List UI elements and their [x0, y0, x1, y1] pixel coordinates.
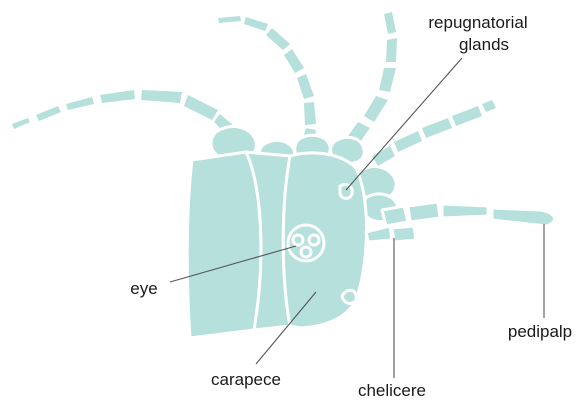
leg-left-long [12, 90, 234, 134]
label-glands: glands [459, 35, 509, 54]
pedipalp-segments [382, 202, 555, 226]
harvestman-illustration [12, 12, 555, 338]
eye-mound [288, 225, 324, 261]
leg-right [372, 100, 496, 166]
label-repugnatorial: repugnatorial [428, 13, 527, 32]
label-carapece: carapece [211, 370, 281, 389]
chelicera-segments [366, 226, 416, 242]
leg-top-right [348, 12, 397, 142]
carapace-notch [342, 290, 356, 303]
body-plates [187, 152, 366, 338]
label-pedipalp: pedipalp [508, 322, 572, 341]
leg-top-left [218, 16, 316, 144]
label-chelicere: chelicere [358, 381, 426, 400]
gland-bump [340, 184, 352, 198]
label-eye: eye [130, 279, 157, 298]
